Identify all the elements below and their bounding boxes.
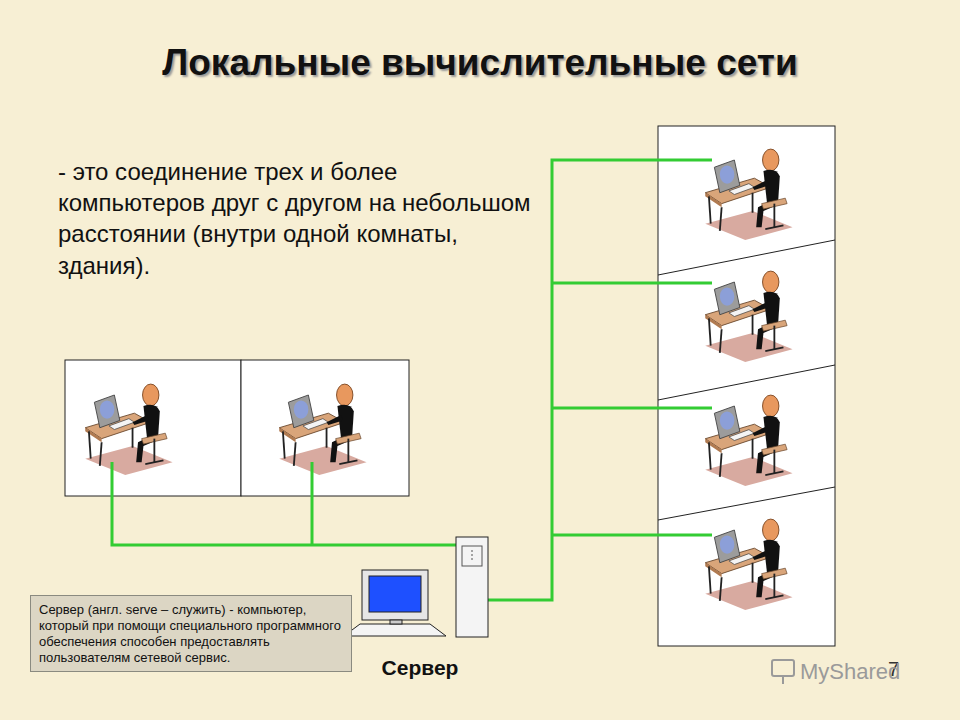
callout-text: Сервер (англ. serve – служить) - компьют… [39, 602, 343, 665]
callout-box: Сервер (англ. serve – служить) - компьют… [30, 595, 352, 672]
server-icon [330, 532, 510, 644]
server-label: Сервер [330, 656, 510, 680]
slide-title: Локальные вычислительные сети [0, 42, 960, 84]
server-node: Сервер [330, 532, 510, 680]
definition-text: - это соединение трех и более компьютеро… [58, 156, 538, 281]
watermark: MyShared [800, 660, 920, 684]
